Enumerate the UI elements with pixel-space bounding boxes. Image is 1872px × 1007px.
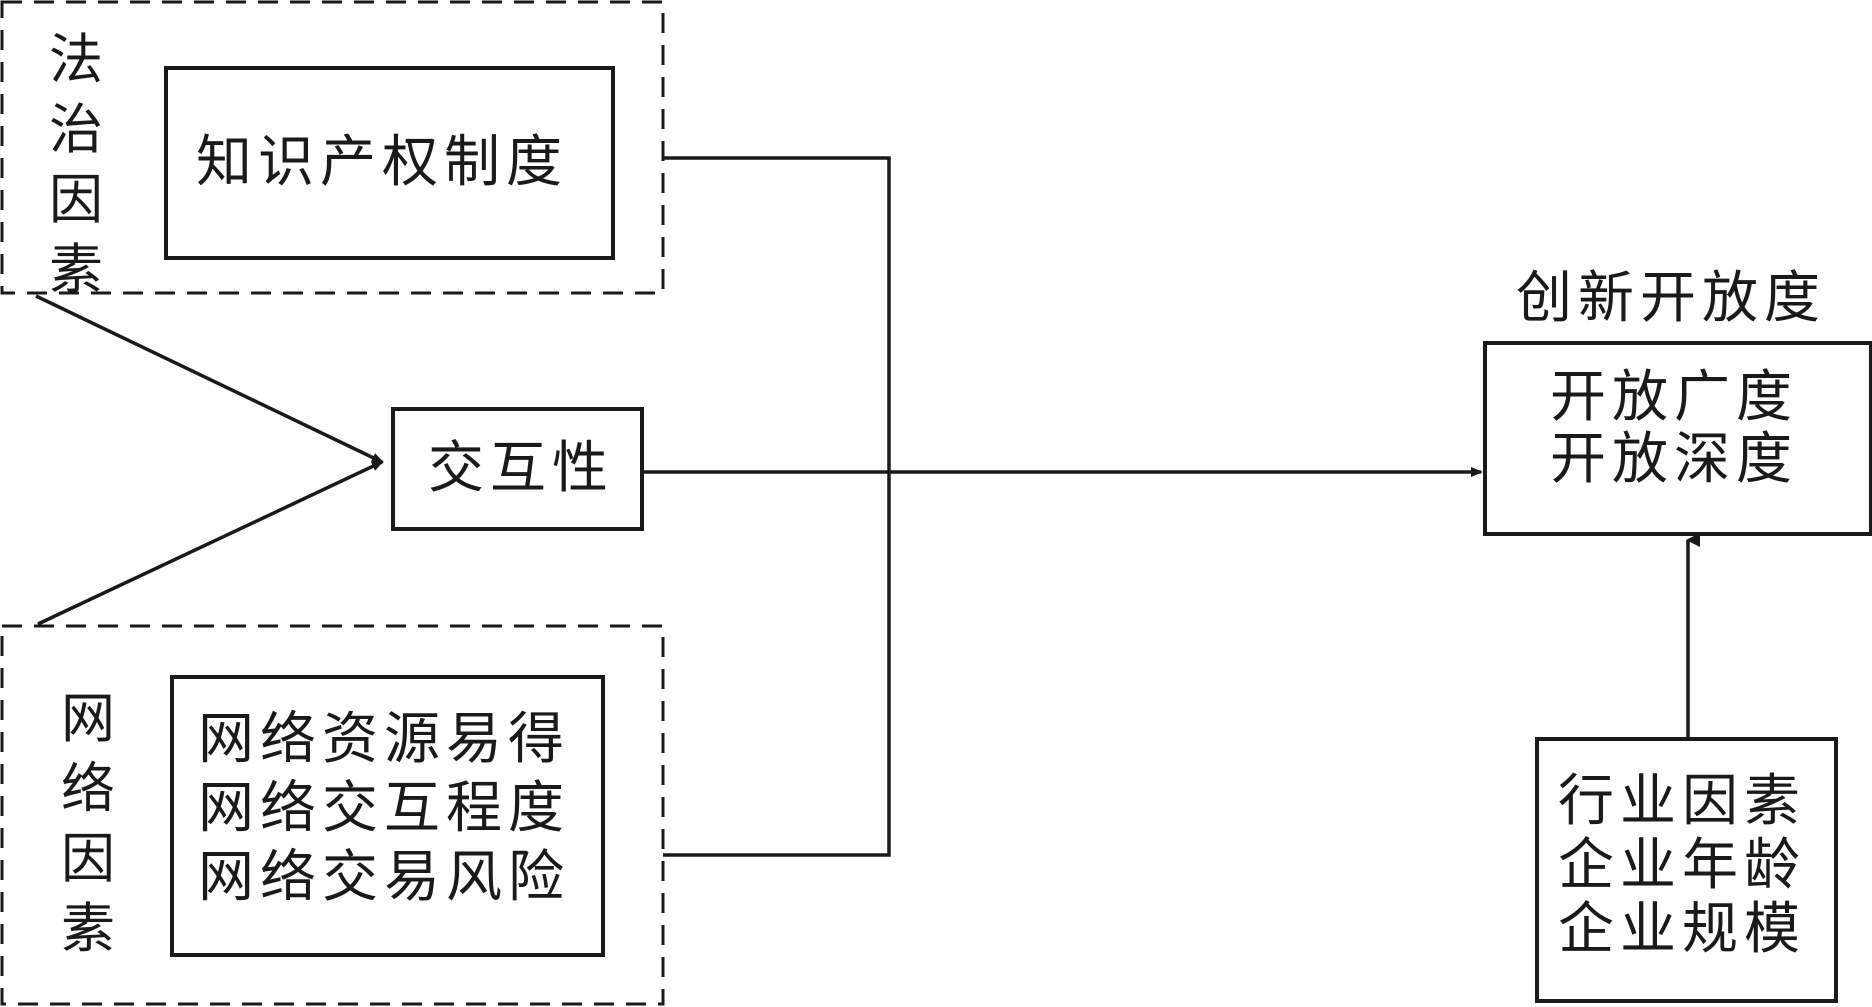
ip-system-label: 知识产权制度	[196, 130, 568, 195]
network-item: 网络资源易得	[198, 707, 570, 772]
legal-factors-group	[0, 0, 665, 295]
outcome-dimension: 开放广度	[1550, 365, 1798, 430]
network-label-char: 网	[61, 687, 115, 750]
legal-label-char: 素	[49, 238, 103, 301]
network-factors-label: 网 络 因 素	[58, 684, 118, 964]
network-items-box	[170, 675, 605, 957]
network-item: 网络交易风险	[198, 845, 570, 910]
interactivity-box	[391, 407, 644, 531]
network-label-char: 素	[61, 897, 115, 960]
legal-label-char: 因	[49, 168, 103, 231]
outcome-dimension: 开放深度	[1550, 427, 1798, 492]
bracket-connector	[663, 156, 891, 857]
control-variable: 行业因素	[1558, 769, 1806, 834]
control-variables-text-block: 行业因素 企业年龄 企业规模	[1558, 770, 1806, 962]
ip-system-box	[164, 66, 615, 260]
network-item: 网络交互程度	[198, 776, 570, 841]
network-factors-group	[0, 624, 665, 1006]
network-items-text-block: 网络资源易得 网络交互程度 网络交易风险	[198, 705, 570, 912]
outcome-title: 创新开放度	[1516, 266, 1826, 331]
ip-system-text-block: 知识产权制度	[196, 128, 568, 197]
network-to-interactivity-line	[37, 460, 384, 626]
legal-label-char: 治	[49, 98, 103, 161]
interactivity-label: 交互性	[428, 436, 614, 501]
legal-to-interactivity-line	[35, 294, 384, 464]
network-label-char: 络	[61, 757, 115, 820]
legal-label-char: 法	[49, 28, 103, 91]
innovation-openness-box	[1483, 341, 1872, 536]
outcome-text-block: 开放广度 开放深度	[1550, 367, 1798, 491]
control-variables-box	[1535, 737, 1838, 1003]
control-variable: 企业规模	[1558, 897, 1806, 962]
network-label-char: 因	[61, 827, 115, 890]
control-variable: 企业年龄	[1558, 833, 1806, 898]
outcome-title-block: 创新开放度	[1516, 264, 1826, 333]
interactivity-text-block: 交互性	[428, 434, 614, 503]
legal-factors-label: 法 治 因 素	[46, 25, 106, 305]
